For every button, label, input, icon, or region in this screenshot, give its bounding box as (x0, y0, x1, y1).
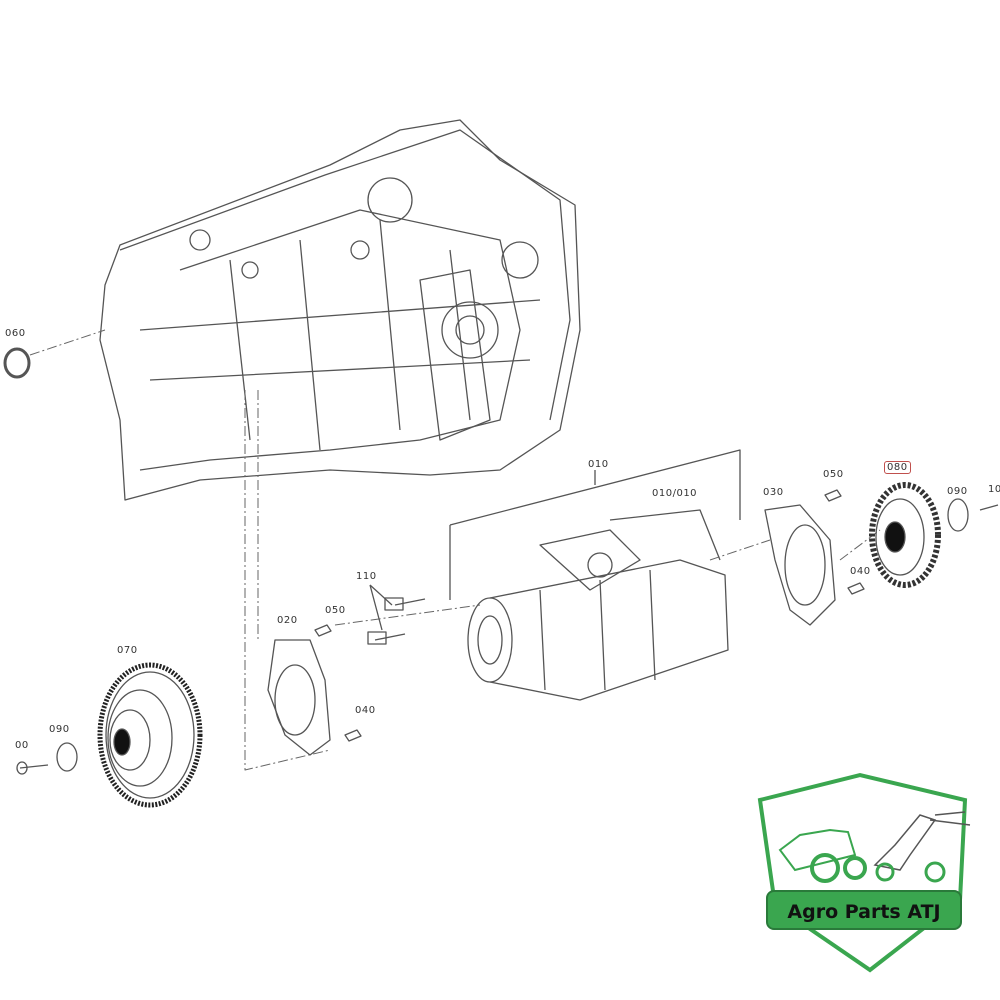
telehandler-icon (873, 811, 971, 883)
label-030: 030 (763, 487, 784, 498)
label-080-highlighted: 080 (884, 461, 911, 474)
bolts (16, 489, 999, 775)
label-110: 110 (356, 571, 377, 582)
gear-080 (869, 482, 941, 588)
label-050-left: 050 (325, 605, 346, 616)
gear-070 (97, 662, 203, 808)
plate-030 (764, 504, 836, 626)
label-050-right: 050 (823, 469, 844, 480)
plate-020 (267, 639, 331, 756)
transmission-housing (99, 119, 581, 501)
seal-060 (3, 347, 31, 379)
label-010-010: 010/010 (652, 488, 698, 499)
label-00-left: 00 (15, 740, 29, 751)
logo-text: Agro Parts ATJ (766, 890, 962, 930)
label-090-left: 090 (49, 724, 70, 735)
label-10-right: 10 (988, 484, 1000, 495)
agro-parts-logo (757, 772, 971, 973)
label-070: 070 (117, 645, 138, 656)
washer-090-right (947, 498, 969, 532)
label-040-right: 040 (850, 566, 871, 577)
label-090-right: 090 (947, 486, 968, 497)
label-040-left: 040 (355, 705, 376, 716)
label-010: 010 (588, 459, 609, 470)
washer-090-left (56, 742, 78, 772)
label-020: 020 (277, 615, 298, 626)
tractor-icon (778, 828, 867, 883)
label-060: 060 (5, 328, 26, 339)
starter-motor (467, 509, 729, 701)
